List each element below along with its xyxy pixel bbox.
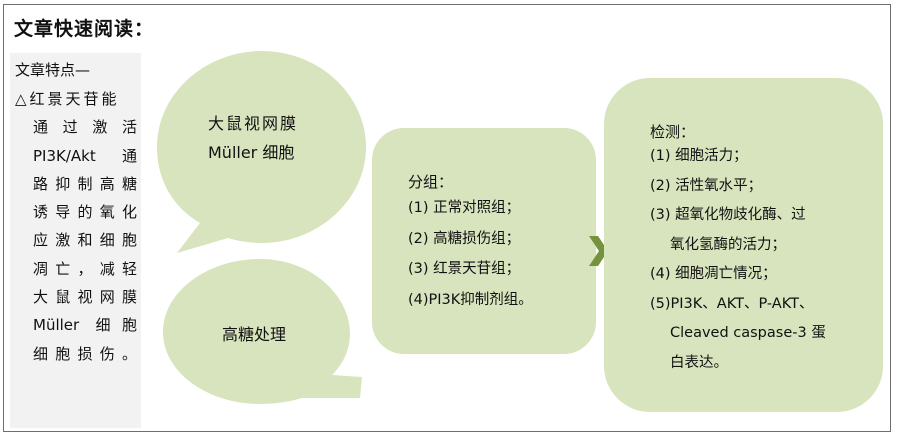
list-item: 氧化氢酶的活力； bbox=[670, 236, 786, 253]
group-box-title: 分组： bbox=[408, 173, 454, 191]
sidebar-line: △红景天苷能 bbox=[15, 90, 120, 108]
sidebar-heading: 文章特点— bbox=[15, 61, 91, 79]
bubble-top-line1: 大鼠视网膜 bbox=[208, 114, 299, 133]
page-title: 文章快速阅读： bbox=[14, 18, 155, 40]
sidebar-line: 通过激活 bbox=[33, 118, 137, 137]
sidebar-line: PI3K/Akt 通 bbox=[33, 146, 137, 165]
sidebar-text: △红景天苷能 通过激活 PI3K/Akt 通 路抑制高糖 诱导的氧化 应激和细胞… bbox=[15, 85, 137, 368]
sidebar-line: 细胞损伤。 bbox=[33, 344, 137, 363]
speech-bubble-top bbox=[157, 51, 366, 253]
list-item: (3) 超氧化物歧化酶、过 bbox=[650, 207, 806, 223]
group-box bbox=[372, 128, 596, 354]
bubble-bottom-text: 高糖处理 bbox=[222, 325, 287, 344]
list-item: (4)PI3K抑制剂组。 bbox=[408, 291, 533, 308]
list-item: (5)PI3K、AKT、P-AKT、 bbox=[650, 295, 814, 312]
sidebar-line: 应激和细胞 bbox=[33, 231, 137, 250]
list-item: 白表达。 bbox=[670, 354, 728, 371]
sidebar-line: Müller 细胞 bbox=[33, 316, 137, 335]
detect-list: (1) 细胞活力； (2) 活性氧水平； (3) 超氧化物歧化酶、过 氧化氢酶的… bbox=[650, 142, 826, 378]
speech-bubble-bottom bbox=[163, 259, 362, 404]
list-item: (3) 红景天苷组； bbox=[408, 261, 521, 277]
bubble-top-line2: Müller 细胞 bbox=[208, 143, 295, 162]
detect-box-title: 检测： bbox=[650, 123, 696, 141]
list-item: (2) 高糖损伤组； bbox=[408, 230, 521, 247]
list-item: (2) 活性氧水平； bbox=[650, 177, 763, 194]
list-item: (1) 细胞活力； bbox=[650, 148, 748, 164]
list-item: (1) 正常对照组； bbox=[408, 200, 521, 216]
group-list: (1) 正常对照组； (2) 高糖损伤组； (3) 红景天苷组； (4)PI3K… bbox=[408, 193, 533, 315]
sidebar-line: 诱导的氧化 bbox=[33, 203, 137, 222]
detect-box bbox=[604, 78, 883, 412]
list-item: (4) 细胞凋亡情况； bbox=[650, 266, 777, 282]
sidebar-line: 大鼠视网膜 bbox=[33, 288, 137, 307]
sidebar-line: 路抑制高糖 bbox=[33, 174, 137, 193]
list-item: Cleaved caspase-3 蛋 bbox=[670, 325, 826, 341]
sidebar-line: 凋亡，减轻 bbox=[33, 259, 137, 278]
sidebar-panel: 文章特点— △红景天苷能 通过激活 PI3K/Akt 通 路抑制高糖 诱导的氧化… bbox=[10, 53, 141, 428]
